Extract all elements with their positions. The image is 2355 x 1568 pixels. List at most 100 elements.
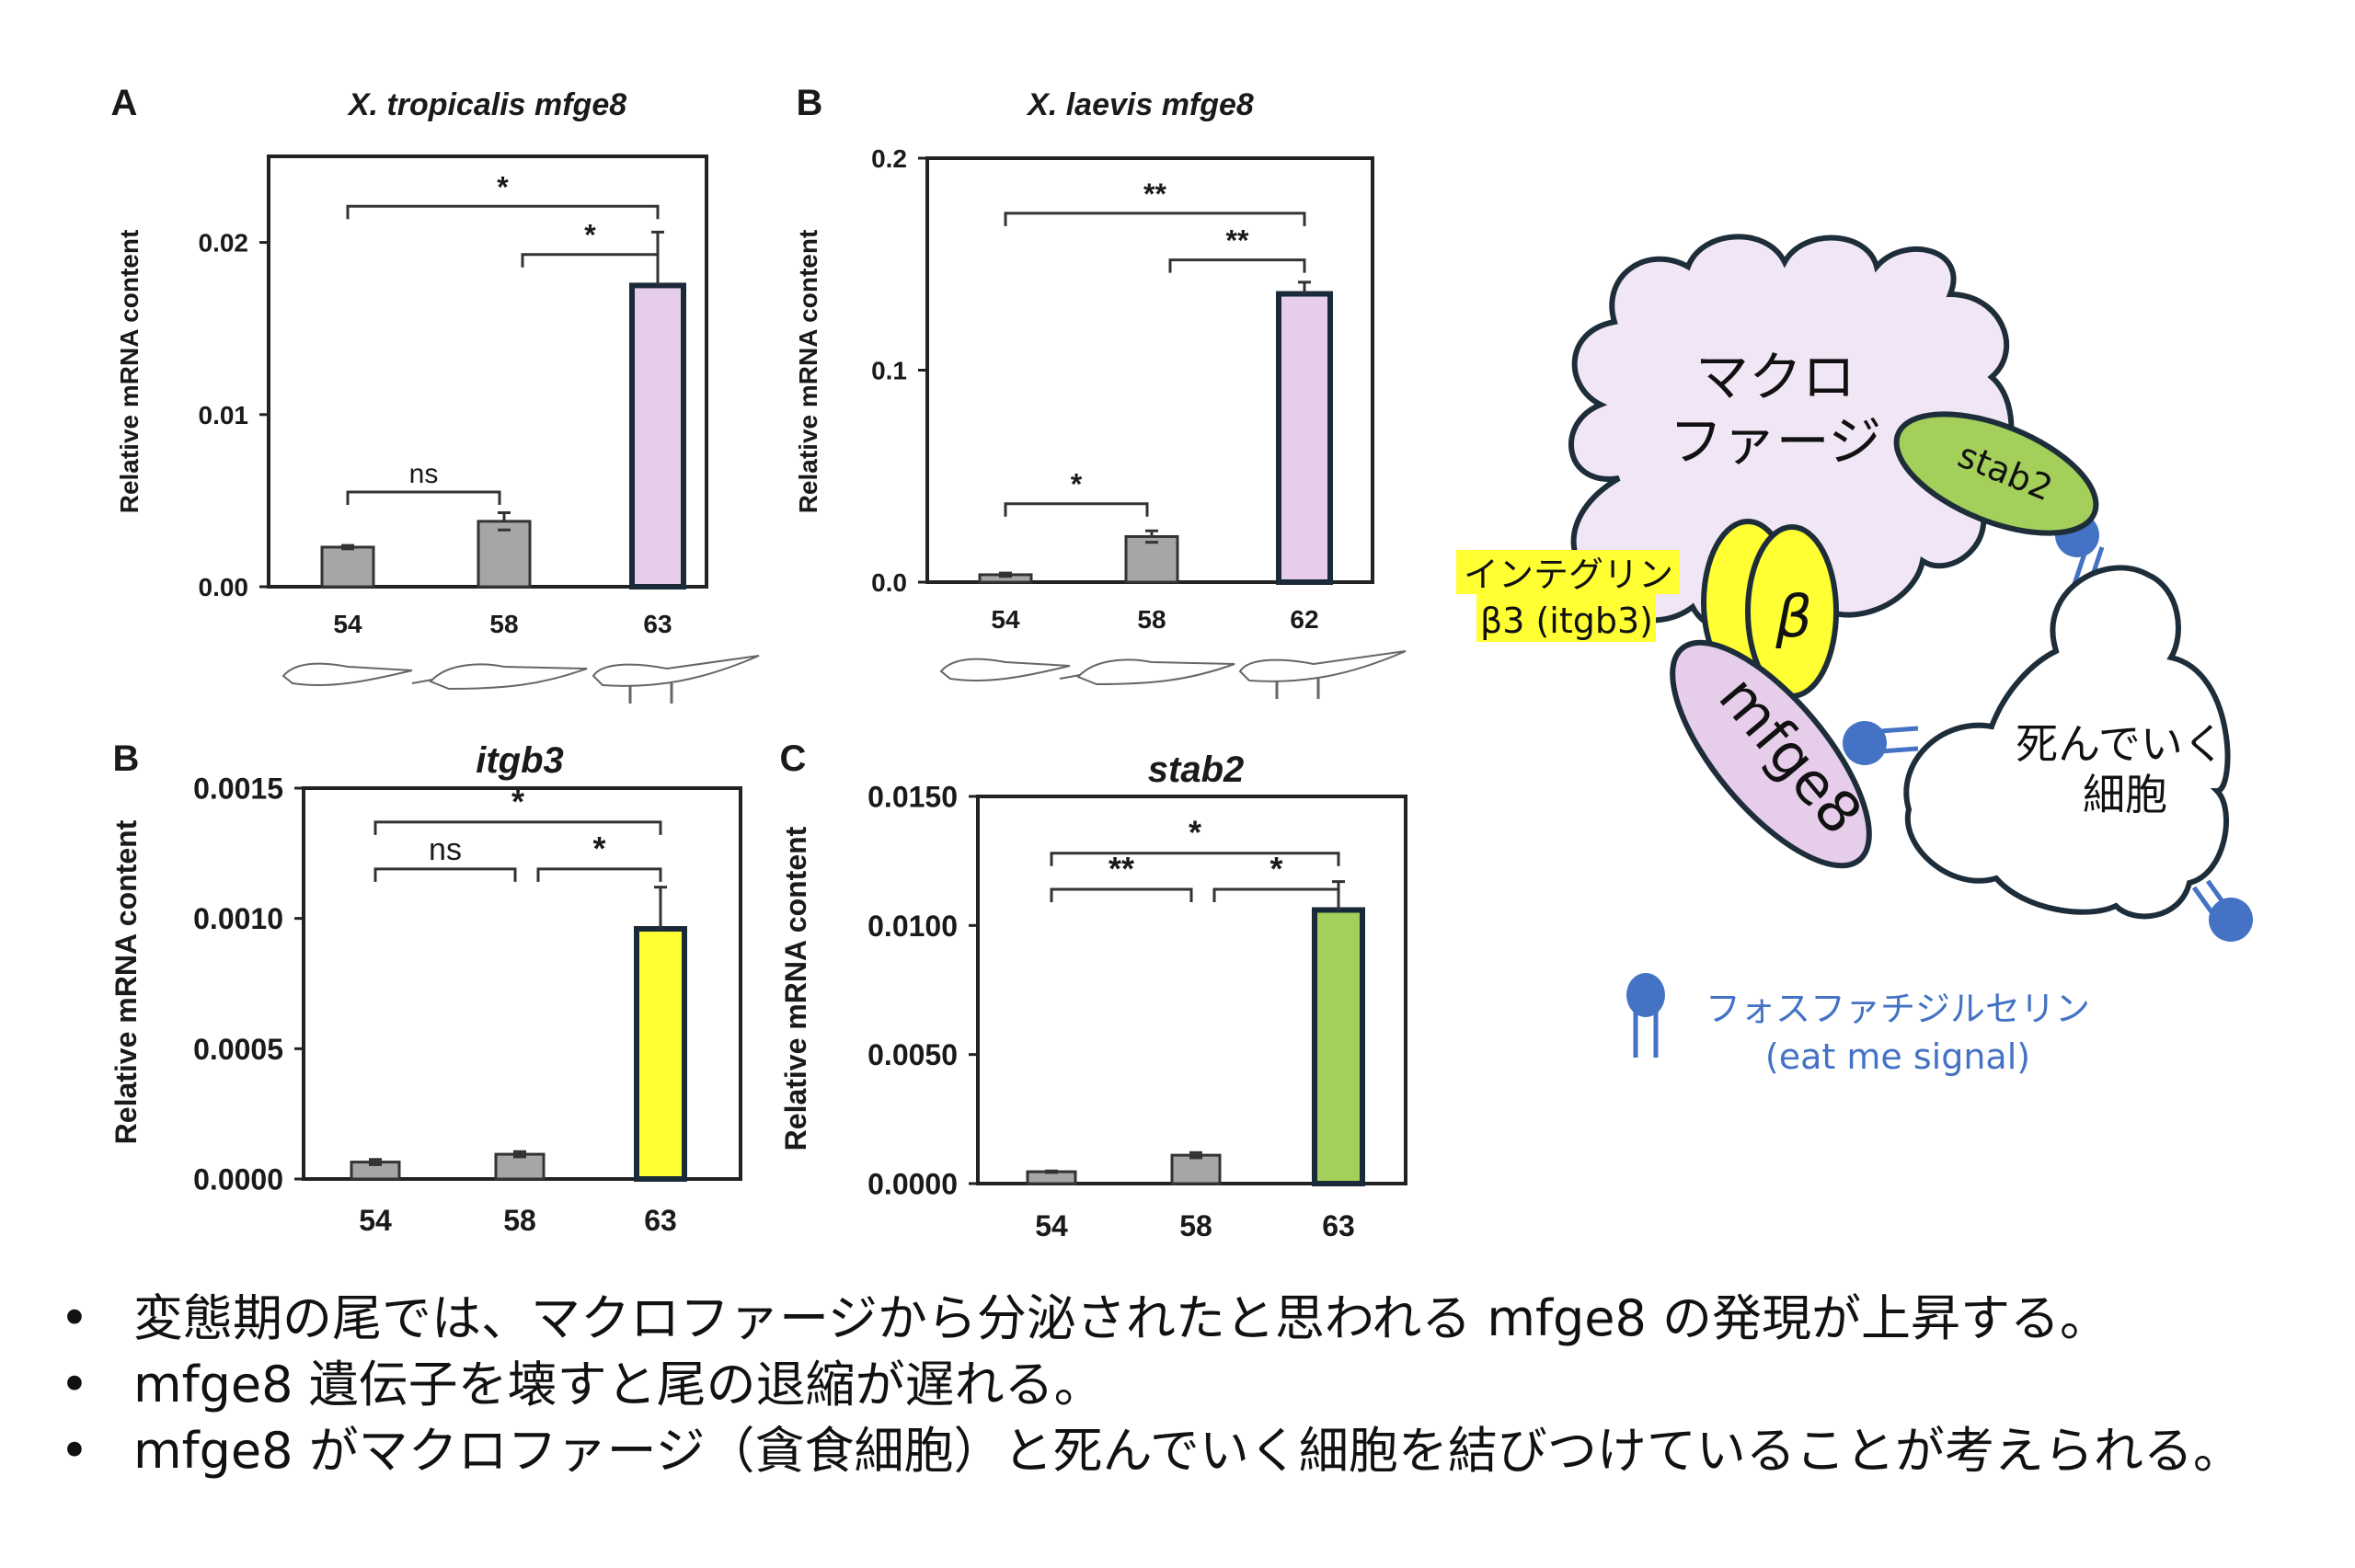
y-tick-label: 0.0100 [867,910,958,943]
y-tick-label: 0.0015 [193,773,283,806]
ps-legend: フォスファチジルセリン (eat me signal) [1626,973,2090,1077]
panel-label: A [111,83,138,123]
y-tick-label: 0.0150 [867,781,958,814]
tadpole-stage-illustration [281,662,413,687]
y-axis-label: Relative mRNA content [779,826,812,1150]
chart-title: X. tropicalis mfge8 [347,87,626,122]
panel-label: C [780,738,807,779]
integrin-beta-symbol: β [1775,583,1812,650]
significance-bracket [373,820,662,835]
ps-legend-label: フォスファチジルセリン [1706,989,2090,1029]
significance-label: ** [1143,177,1166,211]
y-axis-label: Relative mRNA content [109,819,143,1144]
chart-title: stab2 [1148,750,1245,790]
chart-title: X. laevis mfge8 [1026,87,1254,122]
significance-label: ** [1226,224,1249,258]
bullet-item: • mfge8 遺伝子を壊すと尾の退縮が遅れる。 [55,1352,2337,1418]
significance-bracket [373,867,517,882]
x-tick-label: 62 [1290,605,1318,634]
significance-bracket [1050,887,1193,903]
bullet-dot: • [60,1356,89,1413]
x-tick-label: 54 [1035,1209,1068,1242]
dying-cell-label: 細胞 [2083,770,2167,819]
significance-bracket [346,490,501,506]
tadpole-outline [429,663,588,691]
significance-bracket [521,253,660,268]
bar [1276,291,1333,585]
macrophage-cloud [1568,234,2015,636]
significance-label: * [1269,850,1282,887]
bullet-dot: • [60,1422,89,1480]
y-tick-label: 0.0000 [193,1163,283,1196]
y-tick-label: 0.02 [199,229,249,258]
tadpole-stage-illustration [411,663,588,691]
tadpole-stage-illustration [1238,650,1407,699]
y-tick-label: 0.0050 [867,1038,958,1071]
significance-bracket [1004,502,1149,517]
x-tick-label: 58 [1179,1209,1212,1242]
y-tick-label: 0.0000 [867,1168,958,1201]
tadpole-outline [1238,650,1407,682]
phosphatidylserine-icon [1626,973,1665,1058]
bar [1312,907,1365,1186]
chart-title: itgb3 [476,740,564,781]
phosphatidylserine-marker [2191,879,2253,942]
y-axis-label: Relative mRNA content [115,230,144,514]
panel-label: B [797,83,823,123]
bullet-item: • mfge8 がマクロファージ（貪食細胞）と死んでいく細胞を結びつけていること… [55,1418,2323,1484]
mechanism-diagram: マクロ ファージ stab2 死んでいく 細胞 β インテグリン β3 (itg… [1456,234,2253,1077]
tadpole-outline [1076,658,1235,686]
tadpole-stage-illustration [1059,658,1235,686]
bar [1170,1153,1222,1185]
y-tick-label: 0.2 [871,144,907,173]
tadpole-stage-illustration [592,655,760,704]
significance-label: ns [429,832,462,867]
summary-bullets: • 変態期の尾では、マクロファージから分泌されたと思われる mfge8 の発現が… [55,1286,2337,1484]
bullet-text: 変態期の尾では、マクロファージから分泌されたと思われる mfge8 の発現が上昇… [133,1289,2110,1347]
integrin-label: β3 (itgb3) [1480,601,1653,641]
significance-label: ** [1109,850,1134,887]
stab2-receptor [1893,411,2099,536]
tadpole-leg [411,679,433,684]
y-tick-label: 0.1 [871,357,907,385]
y-tick-label: 0.0005 [193,1033,283,1066]
significance-bracket [1004,212,1306,226]
significance-bracket [346,204,660,220]
x-tick-label: 58 [489,610,518,638]
dying-cell-label: 死んでいく [2016,719,2225,769]
significance-label: * [1189,814,1201,852]
y-axis-label: Relative mRNA content [794,230,822,514]
integrin-label: インテグリン [1464,555,1673,595]
bullet-text: mfge8 遺伝子を壊すと尾の退縮が遅れる。 [133,1356,1104,1413]
dying-cell-cloud [1903,565,2231,920]
phosphatidylserine-marker [1843,721,1919,765]
significance-label: * [511,783,524,820]
ps-legend-sublabel: (eat me signal) [1765,1036,2030,1077]
significance-bracket [536,867,662,882]
bar [1124,534,1179,584]
integrin-label-highlight [1476,594,1656,642]
x-tick-label: 63 [1322,1209,1355,1242]
bullet-item: • 変態期の尾では、マクロファージから分泌されたと思われる mfge8 の発現が… [55,1286,2337,1352]
macrophage-label: マクロ [1695,346,1855,408]
y-tick-label: 0.0 [871,568,907,597]
integrin-label-highlight [1456,550,1680,594]
tadpole-leg [1059,674,1081,680]
tadpole-outline [281,662,413,687]
tadpole-outline [939,658,1071,682]
tadpole-stage-illustration [939,658,1071,682]
significance-bracket [1212,887,1340,903]
significance-label: * [1071,468,1083,501]
significance-label: * [497,170,509,203]
mfge8-protein [1670,639,1872,869]
y-tick-label: 0.0010 [193,902,283,935]
bar [634,926,687,1182]
panel-label: B [113,738,140,779]
y-tick-label: 0.00 [199,573,249,601]
bullet-text: mfge8 がマクロファージ（貪食細胞）と死んでいく細胞を結びつけていることが考… [133,1422,2243,1480]
x-tick-label: 54 [991,605,1020,634]
